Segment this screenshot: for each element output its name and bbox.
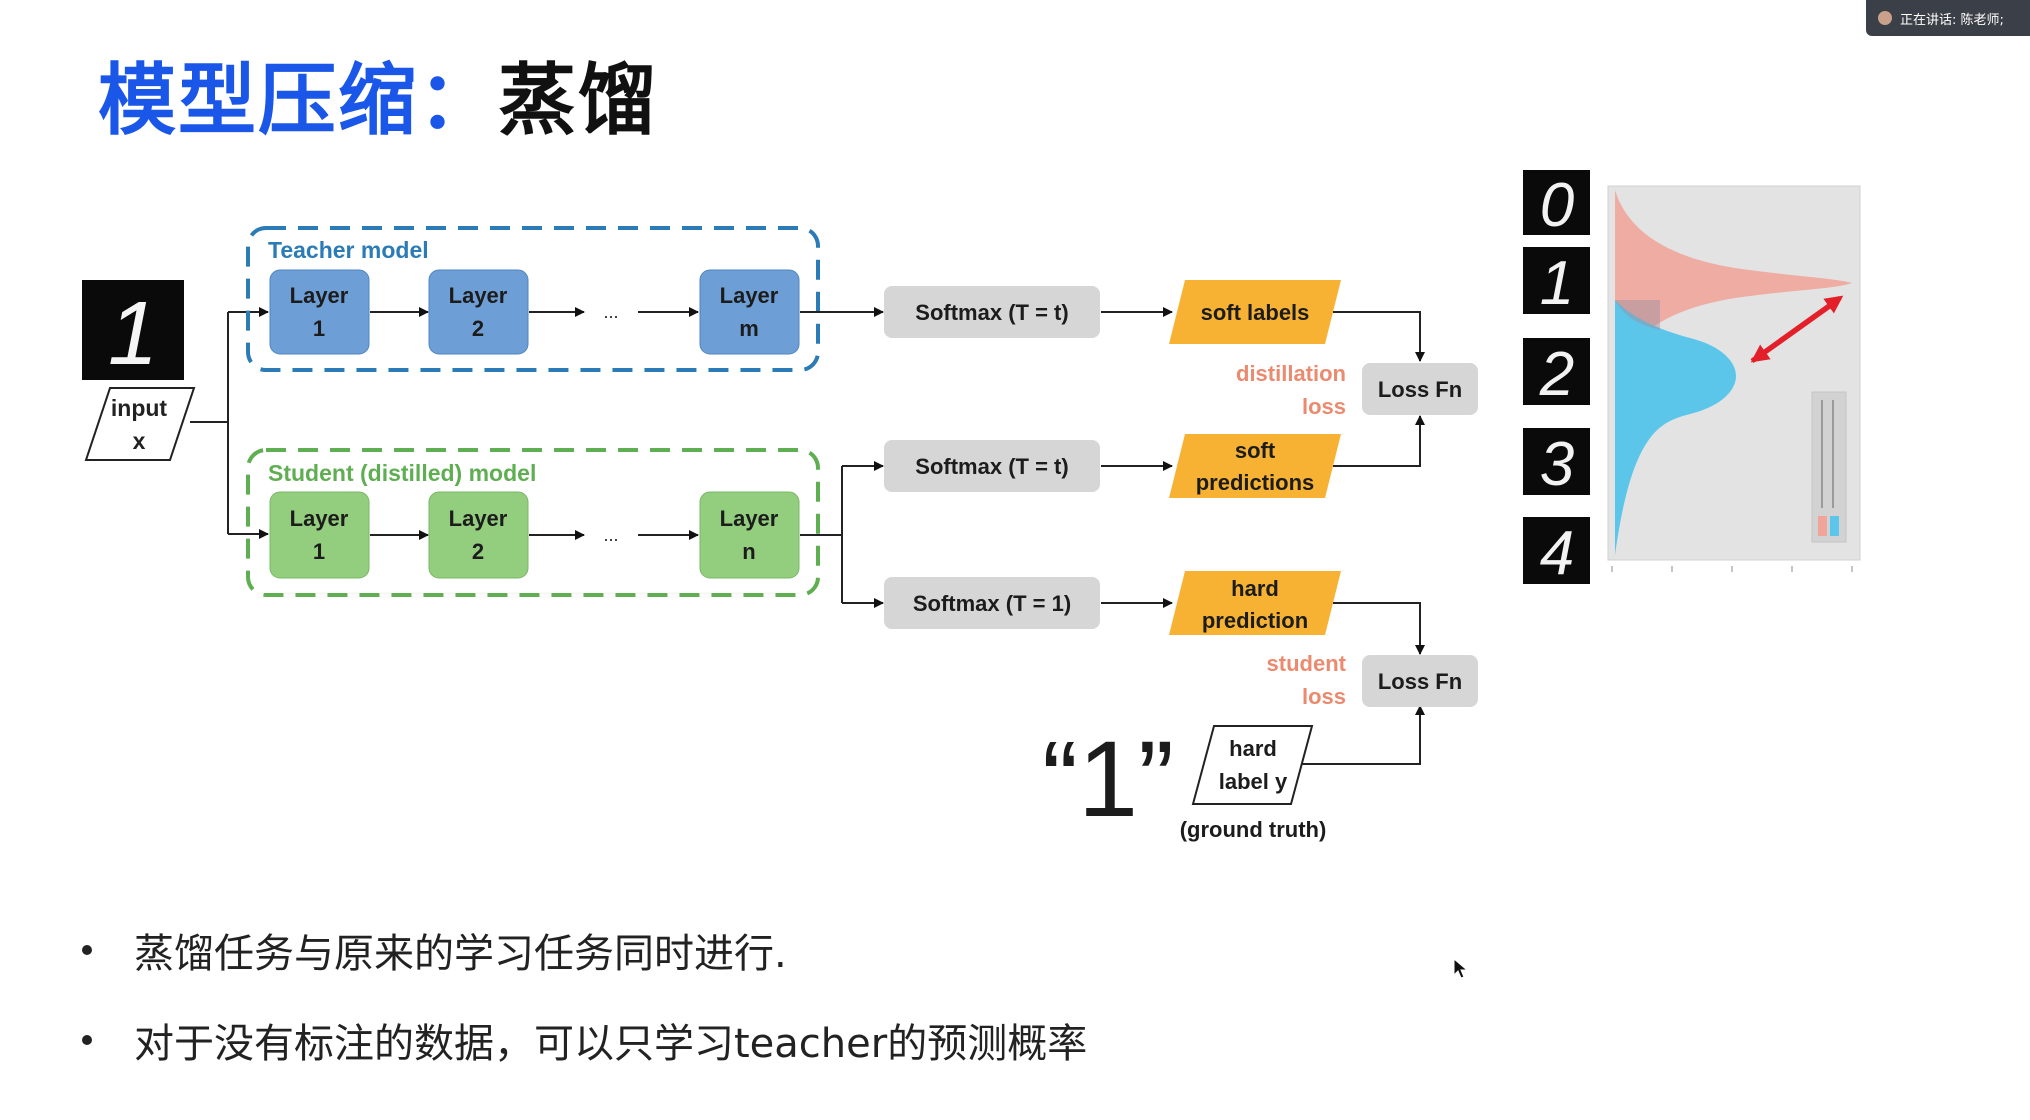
svg-text:Layer: Layer <box>449 283 508 308</box>
teacher-label: Teacher model <box>268 237 429 263</box>
student-ellipsis: ... <box>603 525 618 545</box>
mnist-digit-2: 2 <box>1523 338 1590 409</box>
input-image <box>82 280 184 380</box>
bullet-dot <box>82 1035 92 1045</box>
student-layer-2: Layer 2 <box>428 491 529 579</box>
student-loss-label-2: loss <box>1302 684 1346 709</box>
teacher-group <box>246 226 820 372</box>
svg-text:1: 1 <box>1540 249 1574 318</box>
student-loss-fn: Loss Fn <box>1362 655 1478 707</box>
mnist-digit-3: 3 <box>1523 428 1590 499</box>
svg-text:Layer: Layer <box>290 506 349 531</box>
svg-text:soft: soft <box>1235 438 1276 463</box>
bullet-dot <box>82 945 92 955</box>
input-digit: 1 <box>108 284 158 384</box>
svg-text:m: m <box>739 316 759 341</box>
svg-text:Loss Fn: Loss Fn <box>1378 377 1462 402</box>
speaker-avatar <box>1878 11 1892 25</box>
title-sub: 蒸馏 <box>498 56 659 146</box>
student-label: Student (distilled) model <box>268 460 536 486</box>
svg-text:hard: hard <box>1229 736 1277 761</box>
distillation-loss-fn: Loss Fn <box>1362 363 1478 415</box>
svg-text:3: 3 <box>1540 430 1574 499</box>
svg-text:hard: hard <box>1231 576 1279 601</box>
teacher-layer-1: Layer 1 <box>269 269 370 355</box>
ground-truth-quote: “1” <box>1042 718 1174 839</box>
hard-label-box: hard label y <box>1191 725 1314 805</box>
bullet-item: 对于没有标注的数据，可以只学习teacher的预测概率 <box>82 995 1087 1085</box>
input-var: x <box>133 428 146 454</box>
svg-text:prediction: prediction <box>1202 608 1308 633</box>
student-loss-label: student <box>1267 651 1347 676</box>
softmax-student-soft: Softmax (T = t) <box>884 440 1100 492</box>
svg-text:Softmax (T = 1): Softmax (T = 1) <box>913 591 1071 616</box>
svg-text:0: 0 <box>1540 171 1574 240</box>
svg-text:1: 1 <box>313 539 325 564</box>
teacher-layer-2: Layer 2 <box>428 269 529 355</box>
hard-prediction-box: hard prediction <box>1169 571 1341 635</box>
bullet-text: 蒸馏任务与原来的学习任务同时进行. <box>134 931 787 977</box>
distillation-loss-label: distillation <box>1236 361 1346 386</box>
input-label: input <box>111 395 168 421</box>
softmax-teacher: Softmax (T = t) <box>884 286 1100 338</box>
svg-text:predictions: predictions <box>1196 470 1315 495</box>
bullet-item: 蒸馏任务与原来的学习任务同时进行. <box>82 905 1087 995</box>
student-layer-1: Layer 1 <box>269 491 370 579</box>
distribution-plot <box>1607 185 1861 572</box>
svg-text:Layer: Layer <box>449 506 508 531</box>
teacher-ellipsis: ... <box>603 302 618 322</box>
mouse-cursor-icon <box>1453 958 1469 979</box>
red-distribution <box>1615 190 1852 380</box>
svg-text:Layer: Layer <box>720 283 779 308</box>
svg-text:Layer: Layer <box>720 506 779 531</box>
svg-text:4: 4 <box>1540 519 1574 588</box>
mnist-digit-1: 1 <box>1523 247 1590 318</box>
mnist-digit-4: 4 <box>1523 517 1590 588</box>
red-blue-overlap <box>1615 300 1660 330</box>
soft-predictions-box: soft predictions <box>1169 434 1341 498</box>
svg-text:2: 2 <box>1539 340 1574 409</box>
svg-text:1: 1 <box>313 316 325 341</box>
student-layer-n: Layer n <box>699 491 800 579</box>
svg-text:n: n <box>742 539 755 564</box>
blue-distribution <box>1615 300 1736 555</box>
svg-text:Softmax (T = t): Softmax (T = t) <box>915 454 1068 479</box>
svg-text:Softmax (T = t): Softmax (T = t) <box>915 300 1068 325</box>
bullet-list: 蒸馏任务与原来的学习任务同时进行. 对于没有标注的数据，可以只学习teacher… <box>82 905 1087 1085</box>
svg-text:2: 2 <box>472 539 484 564</box>
svg-text:label y: label y <box>1219 769 1288 794</box>
svg-text:Layer: Layer <box>290 283 349 308</box>
svg-text:soft labels: soft labels <box>1201 300 1310 325</box>
speaking-indicator[interactable]: 正在讲话: 陈老师; <box>1866 0 2030 36</box>
softmax-student-hard: Softmax (T = 1) <box>884 577 1100 629</box>
teacher-layer-m: Layer m <box>699 269 800 355</box>
soft-labels-box: soft labels <box>1169 280 1341 344</box>
mnist-digit-0: 0 <box>1523 170 1590 240</box>
svg-text:2: 2 <box>472 316 484 341</box>
student-group <box>246 448 820 597</box>
title-colon: ： <box>418 56 499 146</box>
title-main: 模型压缩 <box>98 56 419 146</box>
svg-text:Loss Fn: Loss Fn <box>1378 669 1462 694</box>
input-box <box>84 387 196 461</box>
distillation-diagram: 1 input x Teacher model Layer 1 Layer 2 … <box>82 170 1861 842</box>
bullet-text: 对于没有标注的数据，可以只学习teacher的预测概率 <box>134 1021 1088 1067</box>
page-title: 模型压缩：蒸馏 <box>98 38 658 150</box>
ground-truth-caption: (ground truth) <box>1180 817 1327 842</box>
distillation-loss-label-2: loss <box>1302 394 1346 419</box>
plot-legend <box>1811 391 1847 543</box>
speaker-text: 正在讲话: 陈老师; <box>1900 12 2004 28</box>
